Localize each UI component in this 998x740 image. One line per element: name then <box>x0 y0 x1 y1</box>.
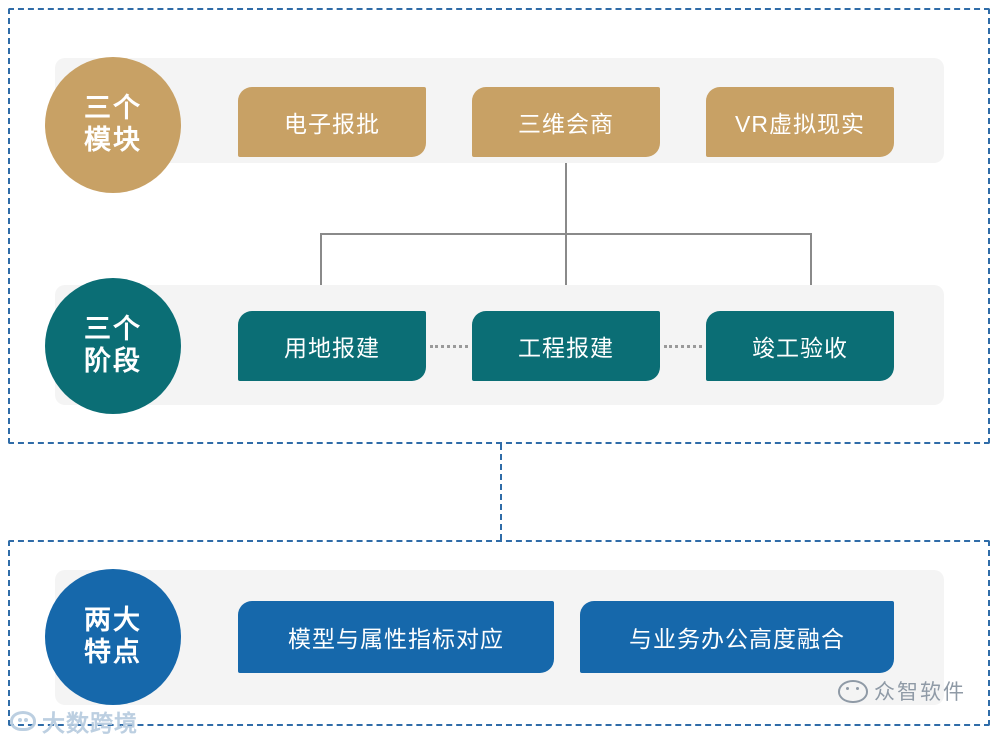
connector-modules-to-stages <box>320 163 820 285</box>
circle-modules-line1: 三个 <box>84 93 142 124</box>
stage-connector-1 <box>430 345 468 348</box>
circle-stages[interactable]: 三个 阶段 <box>45 278 181 414</box>
panel-modules-stages <box>8 8 990 444</box>
module-box-vr[interactable]: VR虚拟现实 <box>706 87 894 157</box>
circle-stages-line1: 三个 <box>84 314 142 345</box>
stage-box-construction-application[interactable]: 工程报建 <box>472 311 660 381</box>
connector-drop-left <box>320 233 322 285</box>
stage-box-completion-acceptance[interactable]: 竣工验收 <box>706 311 894 381</box>
circle-features-line1: 两大 <box>84 605 142 636</box>
panel-connector <box>500 444 502 540</box>
connector-drop-right <box>810 233 812 285</box>
circle-features[interactable]: 两大 特点 <box>45 569 181 705</box>
panel-features <box>8 540 990 726</box>
module-box-3d-consultation[interactable]: 三维会商 <box>472 87 660 157</box>
stage-connector-2 <box>664 345 702 348</box>
circle-stages-line2: 阶段 <box>84 346 142 376</box>
connector-drop-center <box>565 233 567 285</box>
circle-features-line2: 特点 <box>84 637 142 667</box>
stage-box-land-application[interactable]: 用地报建 <box>238 311 426 381</box>
feature-box-model-attribute-mapping[interactable]: 模型与属性指标对应 <box>238 601 554 673</box>
circle-modules[interactable]: 三个 模块 <box>45 57 181 193</box>
feature-box-business-integration[interactable]: 与业务办公高度融合 <box>580 601 894 673</box>
module-box-electronic-approval[interactable]: 电子报批 <box>238 87 426 157</box>
circle-modules-line2: 模块 <box>84 125 142 155</box>
connector-stem <box>565 163 567 234</box>
